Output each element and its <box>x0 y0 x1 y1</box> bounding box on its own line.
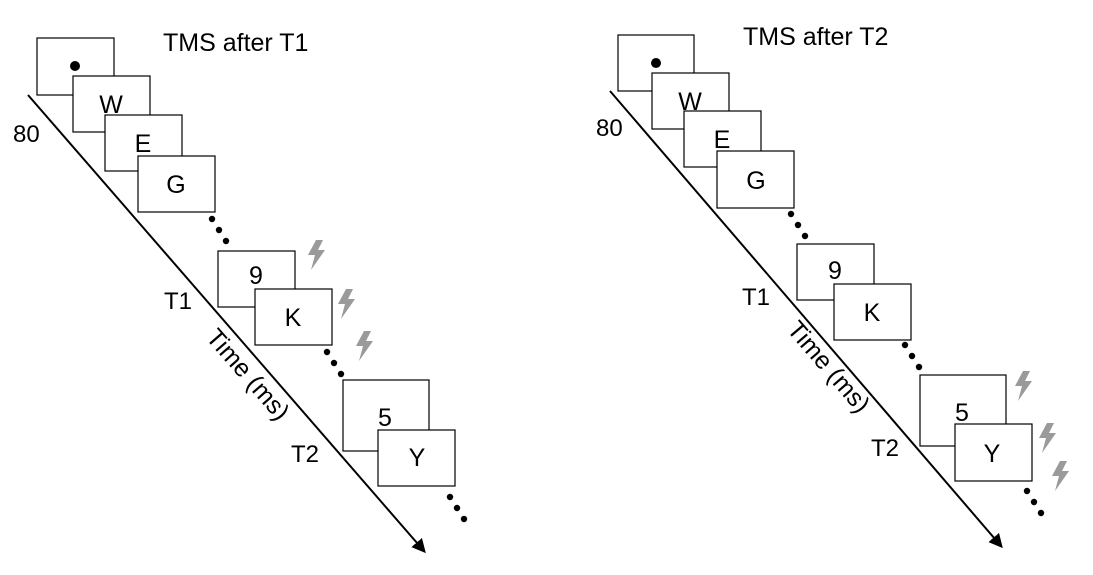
panel-title: TMS after T2 <box>743 23 888 51</box>
t2-label: T2 <box>291 441 319 468</box>
frame-letter: 5 <box>378 404 392 432</box>
t1-label: T1 <box>164 288 192 315</box>
frame-letter: K <box>864 299 881 327</box>
stimulus-frame: K <box>254 288 333 346</box>
ellipsis-dots <box>323 348 345 378</box>
frame-letter: 5 <box>955 399 969 427</box>
frame-letter: K <box>285 304 302 332</box>
ellipsis-dots <box>446 493 468 523</box>
panel-tms-after-t2: TMS after T2 80 Time (ms) W E G 9 <box>596 23 1069 549</box>
stimulus-frame: G <box>137 155 216 213</box>
ellipsis-dots <box>208 215 230 245</box>
frame-letter: E <box>714 126 731 154</box>
fixation-dot <box>70 61 80 71</box>
lightning-bolt-icon <box>308 240 325 270</box>
start-value-label: 80 <box>13 121 40 148</box>
ellipsis-dots <box>1023 487 1045 517</box>
stimulus-frame: Y <box>954 423 1033 482</box>
frame-letter: G <box>166 171 185 199</box>
stimulus-frame: Y <box>377 429 456 487</box>
t1-label: T1 <box>742 284 770 311</box>
start-value-label: 80 <box>596 115 623 142</box>
frame-letter: Y <box>409 444 426 472</box>
stimulus-frame: K <box>833 283 912 341</box>
lightning-bolt-icon <box>1052 461 1069 491</box>
frame-letter: E <box>135 130 152 158</box>
ellipsis-dots <box>787 210 809 240</box>
fixation-dot <box>651 58 661 68</box>
frame-letter: G <box>746 167 765 195</box>
lightning-bolt-icon <box>1015 371 1032 401</box>
lightning-bolt-icon <box>338 289 355 319</box>
ellipsis-dots <box>901 341 923 371</box>
panel-title: TMS after T1 <box>163 29 308 57</box>
frame-letter: 9 <box>249 262 263 290</box>
frame-letter: W <box>99 91 123 119</box>
frame-letter: Y <box>984 440 1001 468</box>
time-axis-arrow <box>27 94 426 554</box>
lightning-bolt-icon <box>1039 423 1056 453</box>
lightning-bolt-icon <box>356 331 373 361</box>
panel-tms-after-t1: TMS after T1 80 Time (ms) W E G 9 <box>13 29 468 554</box>
time-axis-arrow <box>609 90 1003 549</box>
frame-letter: 9 <box>828 257 842 285</box>
t2-label: T2 <box>871 435 899 462</box>
stimulus-frame: G <box>716 150 795 209</box>
